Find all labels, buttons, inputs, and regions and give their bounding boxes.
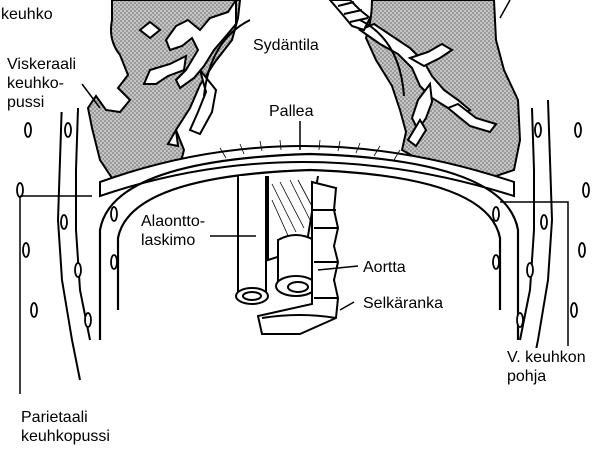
chest-wall-left [58,100,90,380]
label-lung-top: keuhko [0,5,54,24]
label-spine: Selkäranka [362,294,444,313]
label-parietal-pleura: Parietaali keuhkopussi [20,408,111,446]
label-diaphragm: Pallea [268,102,314,121]
label-visceral-pleura: Viskeraali keuhko- pussi [6,55,77,112]
label-aorta: Aortta [362,258,407,277]
aorta-tube [276,235,316,296]
label-vena-cava: Alaontto- laskimo [140,212,206,250]
chest-wall-right [520,100,552,380]
trachea [330,0,370,30]
label-lung-base: V. keuhkon pohja [506,348,587,386]
label-mediastinum: Sydäntila [252,36,320,55]
vena-cava [236,176,268,304]
